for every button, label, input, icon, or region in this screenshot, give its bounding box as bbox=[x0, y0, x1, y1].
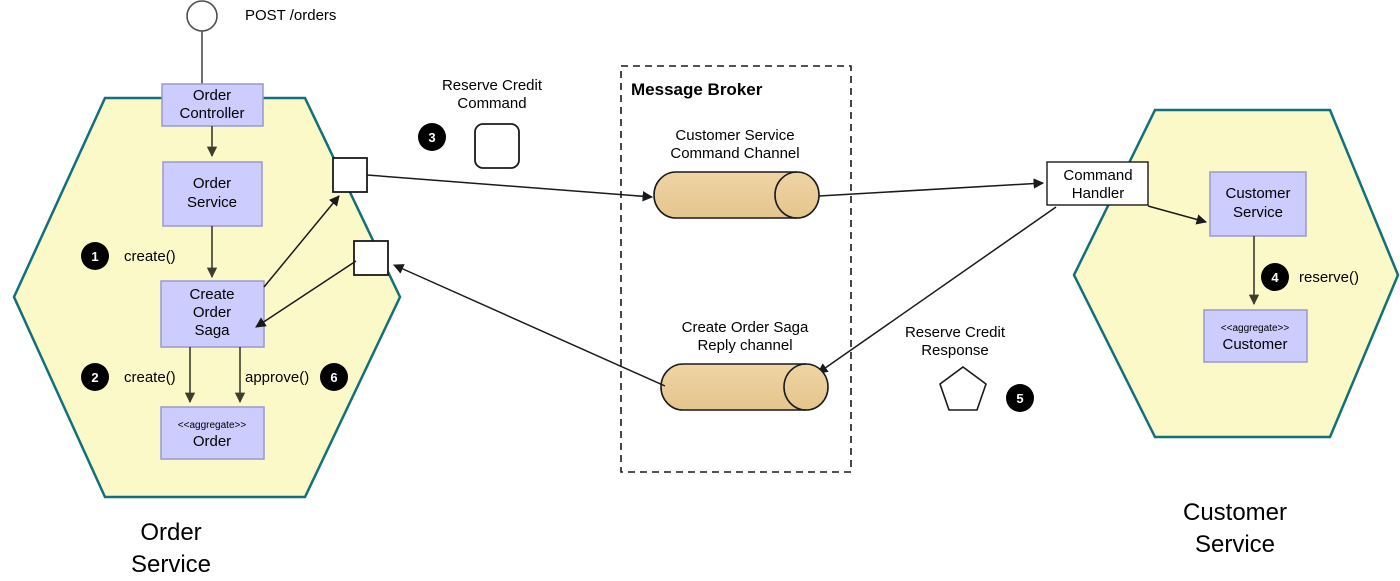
arrow-saga-to-outbound-port bbox=[263, 195, 340, 288]
customer-service-label-line2: Service bbox=[1233, 204, 1283, 221]
post-orders-label: POST /orders bbox=[245, 7, 336, 24]
order-aggregate-box[interactable] bbox=[160, 406, 265, 460]
step-badge-1-number: 1 bbox=[91, 249, 98, 264]
step-badge-4 bbox=[1261, 263, 1289, 291]
op-label-approve: approve() bbox=[245, 369, 309, 386]
reserve-credit-response-label-line2: Response bbox=[921, 342, 989, 359]
order-service-label-line1: Order bbox=[193, 175, 231, 192]
order-service-label-line2: Service bbox=[187, 194, 237, 211]
customer-service-command-channel-label-line1: Customer Service bbox=[675, 127, 794, 144]
order-service-caption-line1: Order bbox=[140, 519, 201, 546]
order-service-inbound-port[interactable] bbox=[353, 240, 389, 276]
order-aggregate-label: Order bbox=[193, 433, 231, 450]
arrow-reply-channel-to-inbound-port bbox=[393, 264, 666, 387]
create-order-saga-reply-channel-label-line1: Create Order Saga bbox=[682, 319, 809, 336]
create-order-saga-box[interactable] bbox=[160, 280, 265, 348]
reserve-credit-command-label-line2: Command bbox=[457, 95, 526, 112]
command-handler-box[interactable] bbox=[1046, 161, 1149, 206]
create-order-saga-reply-channel-label-line2: Reply channel bbox=[697, 337, 792, 354]
order-controller-box[interactable] bbox=[161, 83, 264, 127]
op-label-create-1: create() bbox=[124, 248, 176, 265]
message-broker-title: Message Broker bbox=[631, 80, 763, 99]
step-badge-6 bbox=[320, 363, 348, 391]
create-order-saga-label-line1: Create bbox=[189, 286, 234, 303]
customer-service-hexagon bbox=[1072, 108, 1400, 439]
step-badge-2-number: 2 bbox=[91, 370, 98, 385]
order-controller-label-line1: Order bbox=[193, 87, 231, 104]
order-controller-label-line2: Controller bbox=[179, 105, 244, 122]
create-order-saga-label-line3: Saga bbox=[194, 322, 230, 339]
step-badge-6-number: 6 bbox=[330, 370, 337, 385]
customer-aggregate-stereotype: <<aggregate>> bbox=[1221, 323, 1290, 334]
step-badge-4-number: 4 bbox=[1271, 270, 1279, 285]
step-badge-2 bbox=[81, 363, 109, 391]
arrow-handler-to-customer-service bbox=[1147, 205, 1208, 225]
step-badge-1 bbox=[81, 242, 109, 270]
command-handler-label-line1: Command bbox=[1063, 167, 1132, 184]
arrow-command-channel-to-handler bbox=[818, 178, 1045, 197]
customer-service-command-channel-cylinder bbox=[653, 171, 820, 219]
create-order-saga-reply-channel-cylinder bbox=[660, 363, 829, 411]
arrow-handler-to-reply-channel bbox=[817, 206, 1057, 374]
step-badge-3 bbox=[418, 123, 446, 151]
arrow-port-to-command-channel bbox=[366, 174, 654, 202]
customer-service-caption-line2: Service bbox=[1195, 531, 1275, 558]
customer-aggregate-label: Customer bbox=[1222, 336, 1287, 353]
order-service-outbound-port[interactable] bbox=[332, 157, 368, 193]
customer-service-label-line1: Customer bbox=[1225, 185, 1290, 202]
command-handler-label-line2: Handler bbox=[1072, 185, 1125, 202]
customer-aggregate-box[interactable] bbox=[1203, 309, 1308, 363]
message-broker-boundary bbox=[620, 65, 852, 473]
create-order-saga-label-line2: Order bbox=[193, 304, 231, 321]
customer-service-command-channel-label-line2: Command Channel bbox=[670, 145, 799, 162]
op-label-create-2: create() bbox=[124, 369, 176, 386]
http-entry-circle bbox=[186, 0, 218, 32]
step-badge-5 bbox=[1006, 384, 1034, 412]
step-badge-5-number: 5 bbox=[1016, 391, 1023, 406]
customer-service-caption-line1: Customer bbox=[1183, 499, 1287, 526]
op-label-reserve: reserve() bbox=[1299, 269, 1359, 286]
order-service-caption-line2: Service bbox=[131, 551, 211, 578]
reserve-credit-command-label-line1: Reserve Credit bbox=[442, 77, 543, 94]
reserve-credit-response-label-line1: Reserve Credit bbox=[905, 324, 1006, 341]
step-badge-3-number: 3 bbox=[428, 130, 435, 145]
order-service-box[interactable] bbox=[162, 161, 263, 227]
reserve-credit-command-shape bbox=[474, 123, 520, 169]
arrow-inbound-port-to-saga bbox=[255, 260, 357, 328]
customer-service-box[interactable] bbox=[1209, 171, 1307, 237]
reserve-credit-response-shape bbox=[939, 366, 987, 411]
order-aggregate-stereotype: <<aggregate>> bbox=[178, 420, 247, 431]
